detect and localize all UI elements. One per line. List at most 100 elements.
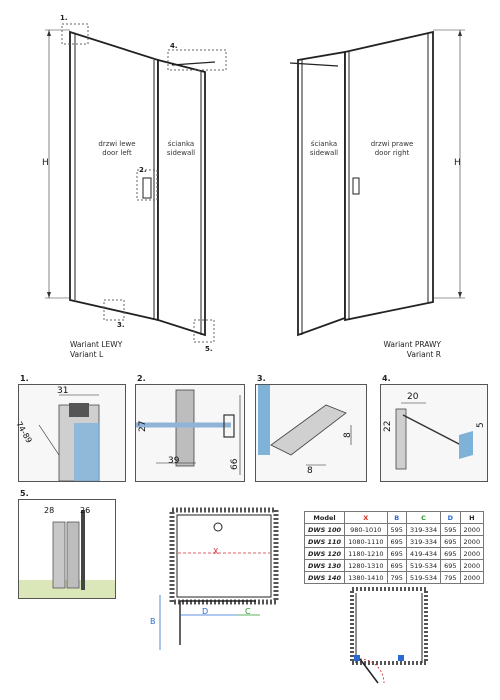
detail-4-dim-20: 20	[407, 392, 419, 402]
left-wall-label-en: sidewall	[166, 149, 196, 157]
cell-model: DWS 140	[303, 571, 346, 584]
detail-1-number: 1.	[20, 374, 29, 383]
detail-4-dim-5: 5	[476, 422, 486, 428]
cell-model: DWS 120	[303, 547, 346, 560]
plan-label-c: C	[245, 607, 251, 616]
detail-4-dim-22: 22	[383, 420, 393, 432]
right-height-label: H	[454, 158, 461, 168]
left-door-label: drzwi lewe door left	[92, 140, 142, 158]
detail-4-number: 4.	[382, 374, 391, 383]
cell-c: 319-334	[405, 535, 442, 548]
floor-plan-drawing	[159, 507, 279, 650]
cell-d: 695	[440, 547, 461, 560]
detail-4-box	[380, 384, 488, 482]
cell-d: 695	[440, 535, 461, 548]
header-b: B	[386, 511, 407, 524]
table-row: DWS 120 1180-1210 695 419-434 695 2000	[303, 547, 485, 560]
right-door-label-en: door right	[374, 149, 410, 157]
cell-x: 1280-1310	[344, 559, 388, 572]
detail-2-number: 2.	[137, 374, 146, 383]
detail-1-dim-width: 31	[57, 386, 69, 396]
cell-b: 695	[386, 559, 407, 572]
detail-4-drawing	[395, 402, 473, 470]
header-c: C	[405, 511, 442, 524]
detail-2-dim-27: 27	[138, 420, 148, 432]
detail-1-box	[18, 384, 126, 482]
right-variant-pl: Wariant PRAWY	[383, 340, 441, 349]
plan-label-d: D	[202, 607, 209, 616]
detail-5-dim-28: 28	[44, 506, 55, 515]
detail-5-box	[18, 499, 116, 599]
right-variant-caption: Wariant PRAWY Variant R	[383, 340, 441, 360]
left-wall-label: ścianka sidewall	[162, 140, 200, 158]
left-door-label-pl: drzwi lewe	[98, 140, 136, 148]
cell-h: 2000	[459, 571, 485, 584]
right-variant-drawing	[289, 29, 465, 337]
table-row: DWS 140 1380-1410 795 519-534 795 2000	[303, 571, 485, 584]
dimensions-table: Model X B C D H DWS 100 980-1010 595 319…	[303, 511, 485, 584]
detail-5-drawing	[19, 510, 115, 598]
right-wall-label-pl: ścianka	[310, 140, 338, 148]
header-d: D	[440, 511, 461, 524]
callout-5-label: 5.	[205, 345, 213, 353]
right-door-label-pl: drzwi prawe	[370, 140, 414, 148]
left-door-label-en: door left	[102, 149, 132, 157]
left-variant-en: Variant L	[70, 350, 104, 359]
detail-2-drawing	[136, 389, 241, 475]
detail-3-dim-width: 8	[307, 466, 313, 476]
cell-model: DWS 100	[303, 523, 346, 536]
cell-h: 2000	[459, 535, 485, 548]
cell-b: 695	[386, 535, 407, 548]
detail-5-number: 5.	[20, 489, 29, 498]
plan-label-x: X	[213, 547, 219, 556]
detail-2-box	[135, 384, 245, 482]
cell-x: 1180-1210	[344, 547, 388, 560]
table-header-row: Model X B C D H	[303, 511, 485, 524]
right-wall-label: ścianka sidewall	[305, 140, 343, 158]
cell-model: DWS 110	[303, 535, 346, 548]
cell-b: 695	[386, 547, 407, 560]
cell-x: 1380-1410	[344, 571, 388, 584]
table-row: DWS 110 1080-1110 695 319-334 695 2000	[303, 535, 485, 548]
cell-c: 519-534	[405, 571, 442, 584]
table-row: DWS 100 980-1010 595 319-334 595 2000	[303, 523, 485, 536]
cell-h: 2000	[459, 547, 485, 560]
cell-model: DWS 130	[303, 559, 346, 572]
cell-x: 980-1010	[344, 523, 388, 536]
left-height-label: H	[42, 158, 49, 168]
door-swing-plan	[350, 587, 428, 684]
cell-b: 795	[386, 571, 407, 584]
detail-3-drawing	[258, 385, 352, 466]
cell-x: 1080-1110	[344, 535, 388, 548]
left-wall-label-pl: ścianka	[167, 140, 195, 148]
cell-c: 419-434	[405, 547, 442, 560]
header-x: X	[344, 511, 388, 524]
detail-3-number: 3.	[257, 374, 266, 383]
cell-d: 795	[440, 571, 461, 584]
callout-3-label: 3.	[117, 321, 125, 329]
cell-d: 695	[440, 559, 461, 572]
detail-2-dim-66: 66	[230, 458, 240, 470]
right-wall-label-en: sidewall	[309, 149, 339, 157]
detail-5-dim-26: 26	[80, 506, 91, 515]
left-variant-pl: Wariant LEWY	[70, 340, 123, 349]
callout-4-label: 4.	[170, 42, 178, 50]
detail-1-drawing	[38, 394, 100, 481]
cell-c: 519-534	[405, 559, 442, 572]
callout-1-label: 1.	[60, 14, 68, 22]
right-variant-en: Variant R	[406, 350, 441, 359]
left-variant-drawing	[45, 23, 227, 343]
header-h: H	[459, 511, 485, 524]
cell-d: 595	[440, 523, 461, 536]
detail-3-box	[255, 384, 367, 482]
callout-2-label: 2.	[139, 166, 147, 174]
detail-2-dim-39: 39	[168, 456, 180, 466]
left-variant-caption: Wariant LEWY Variant L	[70, 340, 122, 360]
cell-b: 595	[386, 523, 407, 536]
right-door-label: drzwi prawe door right	[366, 140, 418, 158]
plan-label-b: B	[150, 617, 156, 626]
cell-c: 319-334	[405, 523, 442, 536]
header-model: Model	[303, 511, 346, 524]
detail-3-dim-height: 8	[343, 432, 353, 438]
